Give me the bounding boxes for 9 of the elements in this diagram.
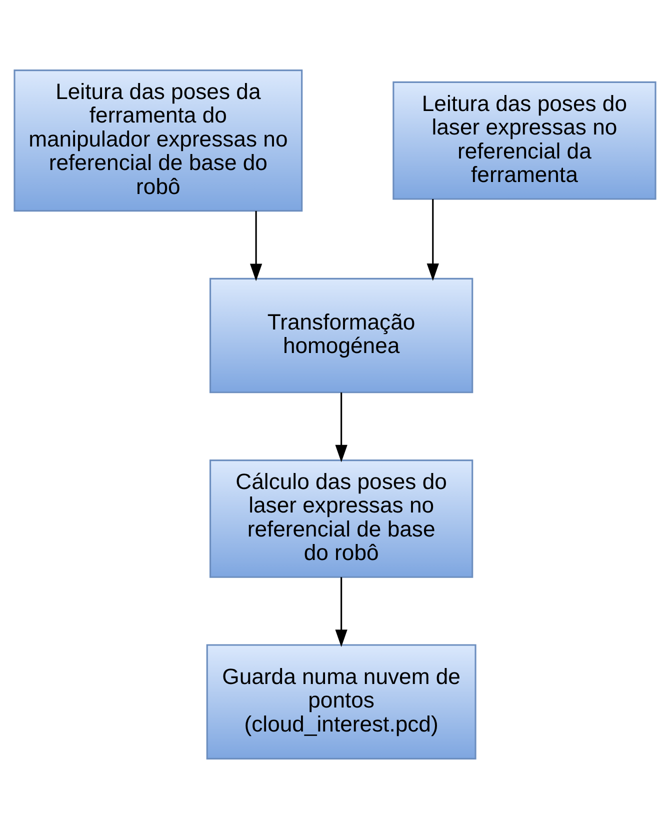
node-box: Leitura das poses do laser expressas no referencial da ferramenta xyxy=(392,81,656,200)
node-box: Transformação homogénea xyxy=(209,278,474,394)
node-box: Cálculo das poses do laser expressas no referencial de base do robô xyxy=(209,460,474,578)
arrow xyxy=(335,392,348,462)
arrow xyxy=(426,199,439,281)
node-box: Leitura das poses da ferramenta do manipulador expressas no referencial de base do robô xyxy=(14,70,303,212)
node-box: Guarda numa nuvem de pontos (cloud_interest.pcd) xyxy=(206,644,476,760)
arrow xyxy=(250,210,262,282)
arrow xyxy=(335,577,348,647)
